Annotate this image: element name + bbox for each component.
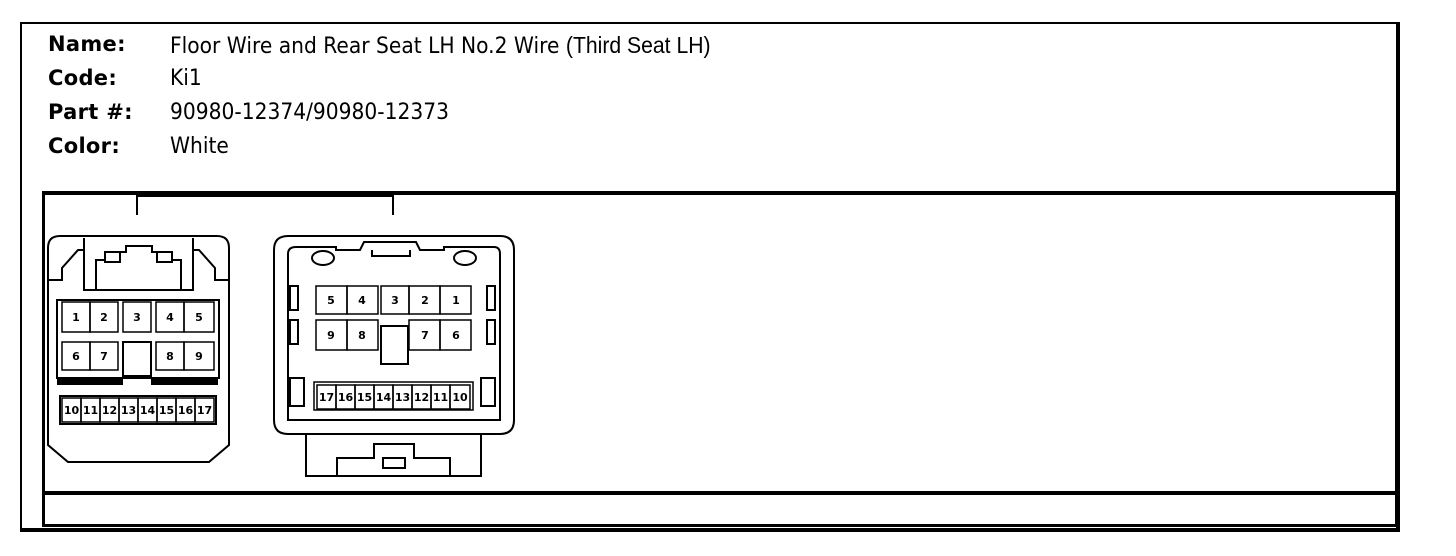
left-pin-label: 3 <box>133 311 141 324</box>
right-pin-label: 5 <box>327 294 335 307</box>
pin-cell <box>346 319 379 351</box>
bottom-divider <box>42 491 1398 495</box>
right-pin-label: 2 <box>421 294 429 307</box>
pin-cell <box>346 285 379 315</box>
left-pin-label: 17 <box>197 404 212 417</box>
right-pin-label: 8 <box>358 329 366 342</box>
right-connector-pins: 5 4 3 2 1 9 8 7 6 17 16 15 14 13 12 11 1… <box>313 285 474 411</box>
left-row-1 <box>61 301 215 333</box>
right-pin-label: 3 <box>391 294 399 307</box>
name-text: Floor Wire and Rear Seat LH No.2 Wire <box>170 34 560 59</box>
left-pin-label: 8 <box>166 350 174 363</box>
right-pin-label: 14 <box>376 391 392 404</box>
right-pin-label: 4 <box>358 294 366 307</box>
left-pin-label: 13 <box>121 404 136 417</box>
name-value: Floor Wire and Rear Seat LH No.2 Wire (T… <box>170 32 711 59</box>
connector-info-frame <box>20 22 1400 532</box>
pin-cell <box>439 319 472 351</box>
left-row-2 <box>61 341 215 371</box>
diagram-box <box>42 191 1398 527</box>
right-pin-label: 1 <box>452 294 460 307</box>
part-value: 90980-12374/90980-12373 <box>170 100 449 125</box>
pin-cell <box>89 341 119 371</box>
code-value: Ki1 <box>170 66 202 91</box>
pin-cell <box>89 301 119 333</box>
pin-cell <box>449 384 471 410</box>
right-pin-label: 16 <box>338 391 354 404</box>
pairing-bracket <box>136 195 394 215</box>
right-connector-housing <box>273 235 515 477</box>
left-pin-label: 5 <box>195 311 203 324</box>
right-pin-label: 6 <box>452 329 460 342</box>
right-pin-label: 13 <box>395 391 410 404</box>
color-value: White <box>170 134 229 159</box>
pin-cell <box>194 397 215 423</box>
color-label: Color: <box>48 134 121 158</box>
pin-cell <box>439 285 472 315</box>
left-connector-pins: 1 2 3 4 5 6 7 8 9 10 11 12 13 14 15 16 1… <box>61 301 215 423</box>
pin-cell <box>183 341 215 371</box>
right-row-2 <box>315 319 472 351</box>
right-pin-label: 10 <box>452 391 468 404</box>
left-pin-label: 2 <box>100 311 108 324</box>
left-pin-label: 4 <box>166 311 174 324</box>
right-pin-label: 7 <box>421 329 429 342</box>
left-connector-housing <box>47 235 230 463</box>
name-suffix: (Third Seat LH) <box>565 32 711 58</box>
right-pin-label: 12 <box>414 391 429 404</box>
right-pin-label: 9 <box>327 329 335 342</box>
right-row-3 <box>316 384 471 410</box>
left-pin-label: 10 <box>64 404 80 417</box>
right-pin-label: 15 <box>357 391 372 404</box>
right-pin-label: 17 <box>319 391 334 404</box>
left-pin-label: 11 <box>83 404 98 417</box>
pin-cell <box>122 301 152 333</box>
left-pin-label: 16 <box>178 404 194 417</box>
left-pin-label: 9 <box>195 350 203 363</box>
pin-cell <box>183 301 215 333</box>
right-pin-label: 11 <box>433 391 448 404</box>
left-pin-label: 12 <box>102 404 117 417</box>
left-pin-label: 7 <box>100 350 108 363</box>
name-label: Name: <box>48 32 126 56</box>
right-row-1 <box>315 285 472 315</box>
left-row-3 <box>61 397 215 423</box>
left-pin-label: 15 <box>159 404 174 417</box>
left-pin-label: 1 <box>72 311 80 324</box>
left-pin-label: 6 <box>72 350 80 363</box>
left-pin-label: 14 <box>140 404 156 417</box>
part-label: Part #: <box>48 100 133 124</box>
code-label: Code: <box>48 66 118 90</box>
